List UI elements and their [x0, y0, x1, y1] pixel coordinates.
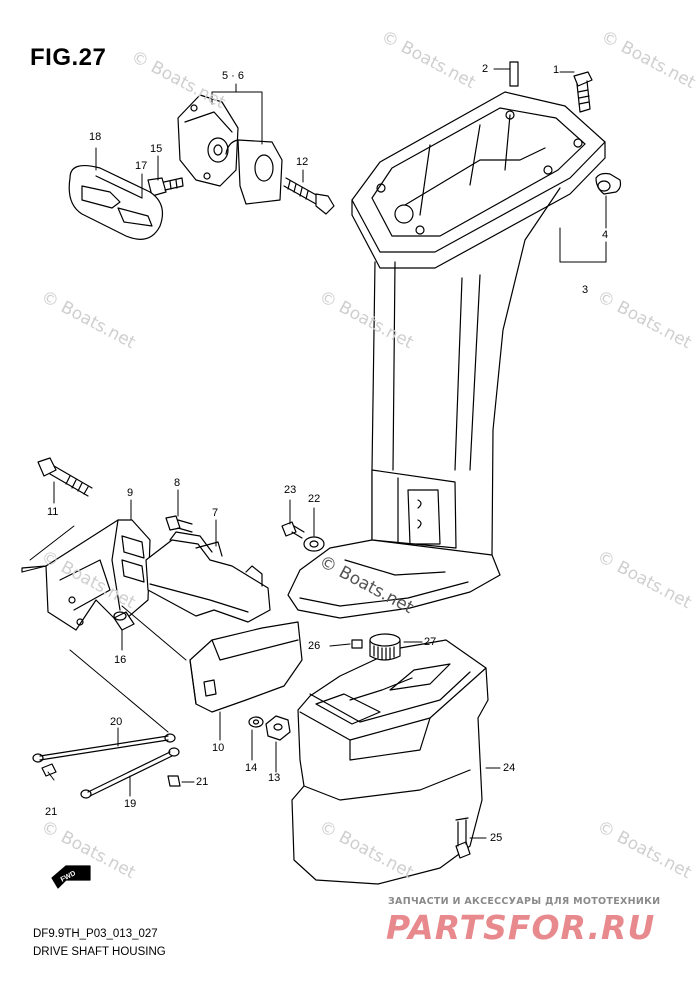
svg-text:© Boats.net: © Boats.net: [128, 47, 229, 114]
callout-21-left[interactable]: 21: [45, 806, 58, 818]
callout-16[interactable]: 16: [114, 654, 127, 666]
callout-20[interactable]: 20: [110, 716, 123, 728]
bushing-27: [369, 633, 401, 661]
bolt-15: [147, 177, 184, 197]
promo-logo: PARTSFOR.RU: [386, 908, 656, 947]
pin-2: [509, 61, 519, 87]
callout-15[interactable]: 15: [150, 143, 163, 155]
model-code: DF9.9TH_P03_013_027: [33, 928, 158, 940]
svg-text:© Boats.net: © Boats.net: [594, 817, 695, 884]
callout-3[interactable]: 3: [582, 284, 589, 296]
callout-17[interactable]: 17: [135, 160, 148, 172]
cover-10: [189, 621, 303, 713]
callout-9[interactable]: 9: [127, 487, 134, 499]
callout-11[interactable]: 11: [47, 506, 59, 518]
callout-7[interactable]: 7: [212, 507, 219, 519]
callout-25[interactable]: 25: [490, 832, 503, 844]
ground-wire-20: [32, 733, 176, 763]
callout-13[interactable]: 13: [268, 772, 281, 784]
callout-10[interactable]: 10: [212, 742, 225, 754]
callout-24[interactable]: 24: [503, 762, 516, 774]
callout-8[interactable]: 8: [174, 477, 181, 489]
svg-text:© Boats.net: © Boats.net: [594, 287, 695, 354]
nut-13: [265, 715, 291, 741]
ground-wire-19: [80, 747, 180, 799]
upper-mount: [177, 94, 283, 205]
callout-12[interactable]: 12: [296, 156, 309, 168]
callout-18[interactable]: 18: [89, 131, 102, 143]
leader-lines: [21, 68, 607, 839]
bolt-21b: [167, 775, 181, 787]
bolt-25: [455, 817, 471, 859]
pin-26: [351, 639, 363, 649]
bolt-23: [281, 521, 305, 539]
mount-rubber-7: [145, 531, 271, 623]
promo-tagline: ЗАПЧАСТИ И АКСЕССУАРЫ ДЛЯ МОТОТЕХНИКИ: [388, 896, 661, 907]
svg-text:© Boats.net: © Boats.net: [594, 547, 695, 614]
plug-4: [595, 172, 622, 195]
washer-14: [248, 716, 264, 728]
callout-27[interactable]: 27: [424, 636, 437, 648]
callout-26[interactable]: 26: [308, 640, 321, 652]
grommet-22: [303, 536, 325, 552]
svg-text:© Boats.net: © Boats.net: [598, 27, 698, 94]
callout-19[interactable]: 19: [124, 798, 137, 810]
callout-2[interactable]: 2: [482, 63, 489, 75]
bolt-12: [283, 177, 335, 215]
fwd-arrow-icon: [51, 865, 91, 889]
svg-text:© Boats.net: © Boats.net: [316, 287, 417, 354]
mount-rubber-18: [68, 165, 163, 240]
bolt-1: [573, 71, 593, 113]
callout-14[interactable]: 14: [245, 762, 258, 774]
bolt-21a: [41, 763, 57, 777]
bolt-8: [165, 515, 193, 533]
callout-5-6[interactable]: 5 · 6: [222, 70, 245, 82]
figure-title: FIG.27: [30, 44, 107, 71]
lower-mount-bracket-9: [21, 519, 151, 631]
svg-text:© Boats.net: © Boats.net: [378, 27, 479, 94]
callout-23[interactable]: 23: [284, 484, 297, 496]
callout-1[interactable]: 1: [553, 64, 560, 76]
bolt-11: [37, 457, 93, 497]
callout-22[interactable]: 22: [308, 493, 321, 505]
part-name: DRIVE SHAFT HOUSING: [33, 946, 166, 958]
callout-4[interactable]: 4: [602, 229, 609, 241]
drive-shaft-housing: [287, 91, 606, 619]
callout-21-right[interactable]: 21: [196, 776, 209, 788]
svg-text:© Boats.net: © Boats.net: [38, 287, 139, 354]
collar-16: [113, 611, 135, 631]
